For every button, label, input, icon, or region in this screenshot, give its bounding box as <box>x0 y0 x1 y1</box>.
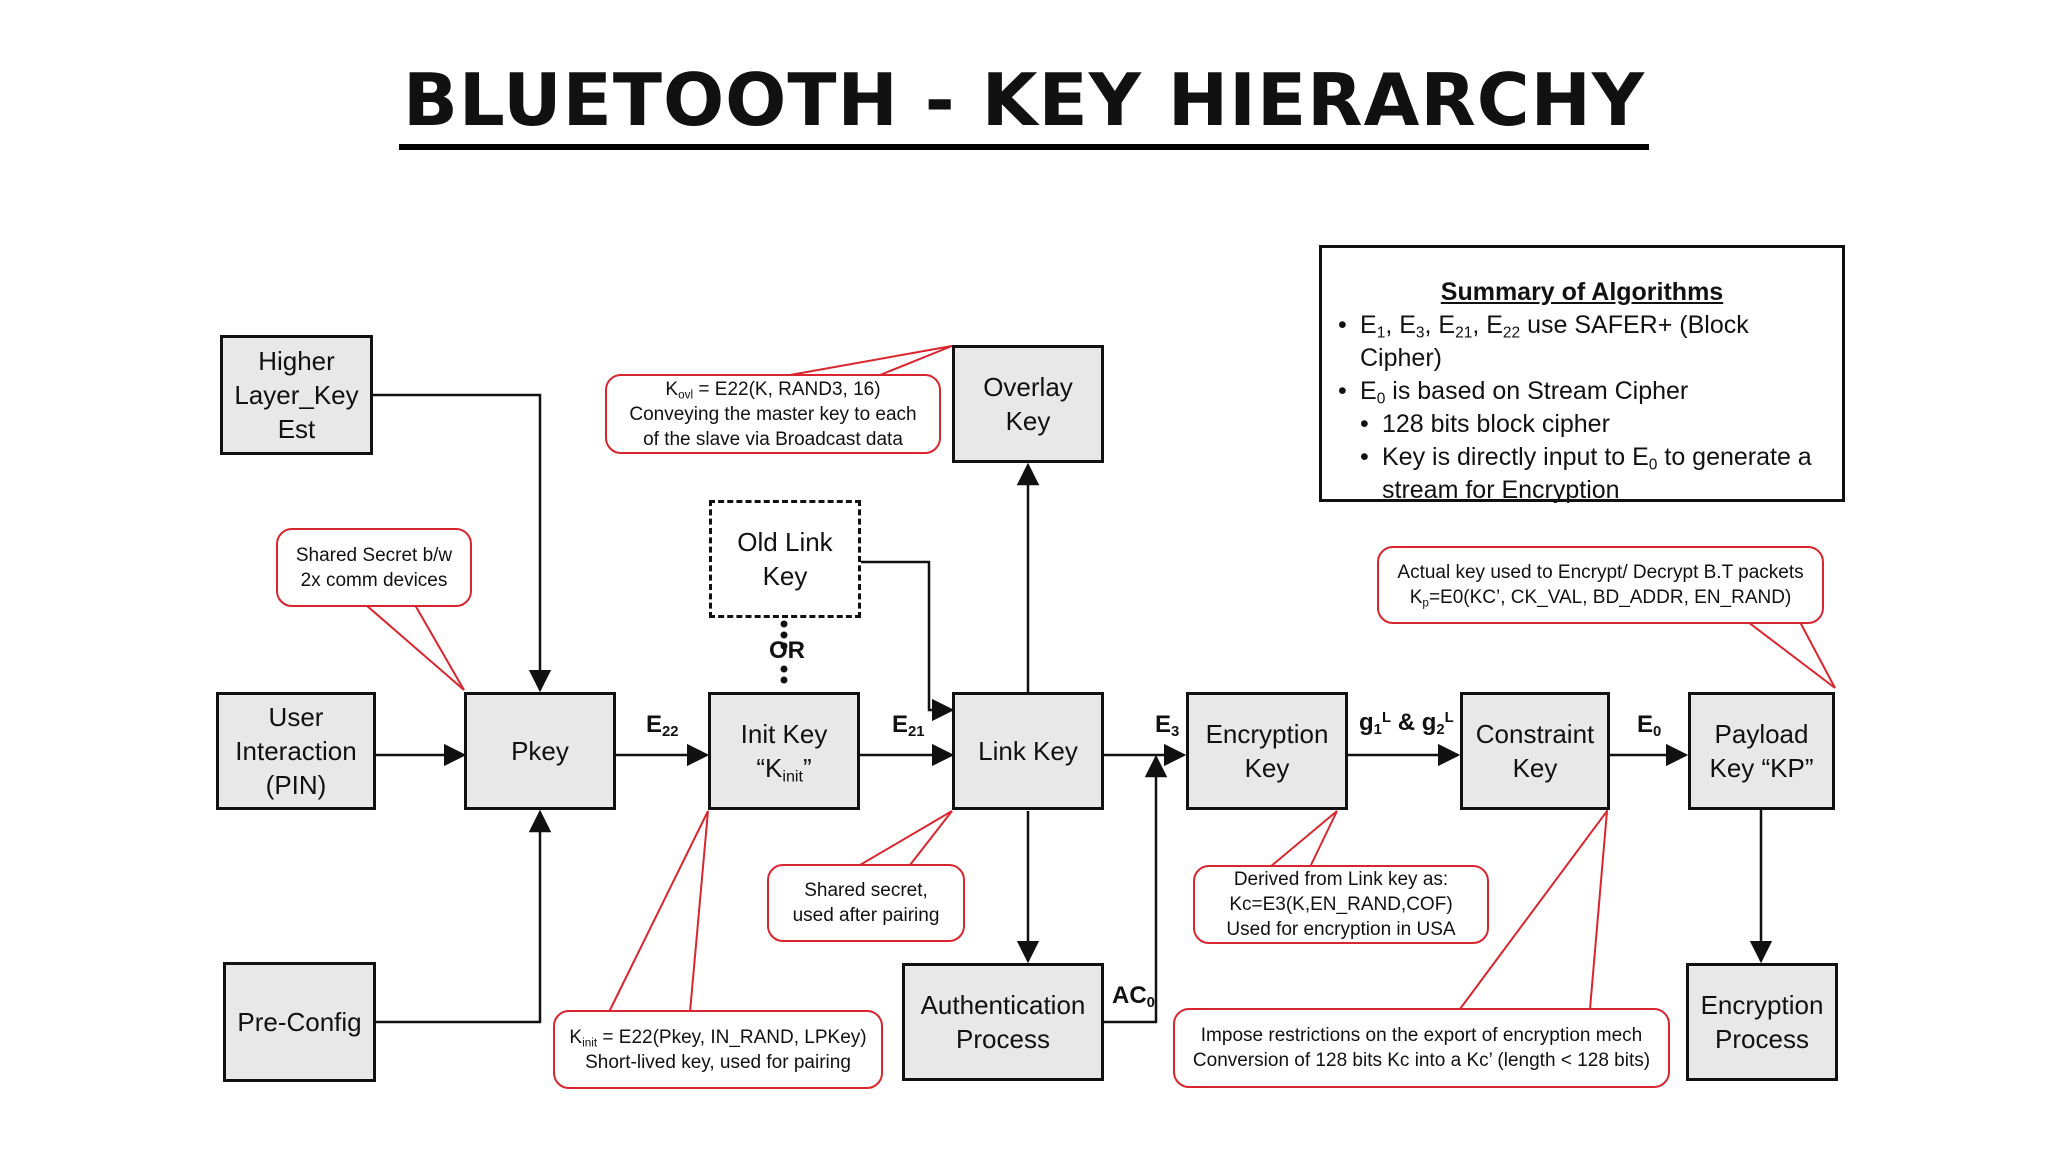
constraint-key-box: Constraint Key <box>1460 692 1610 810</box>
link-key-box: Link Key <box>952 692 1104 810</box>
callout-shared-secret-pairing: Shared secret, used after pairing <box>767 864 965 942</box>
old-link-key-box: Old Link Key <box>709 500 861 618</box>
summary-sub-bullet-2: • Key is directly input to E0 to generat… <box>1338 441 1826 507</box>
pointer-kovl <box>789 345 953 376</box>
pointer-kinit <box>608 810 709 1013</box>
init-key-symbol: “Kinit” <box>756 753 812 786</box>
pointer-derived <box>1269 810 1338 868</box>
g1l-g2l-label: g1L & g2L <box>1359 709 1454 739</box>
arrow-higher-layer-to-pkey <box>373 393 552 693</box>
summary-sub-bullet-1: • 128 bits block cipher <box>1338 408 1826 441</box>
callout-kinit: Kinit = E22(Pkey, IN_RAND, LPKey) Short-… <box>553 1010 883 1089</box>
e0-label: E0 <box>1637 711 1662 741</box>
pkey-box: Pkey <box>464 692 616 810</box>
summary-bullet-2: • E0 is based on Stream Cipher <box>1338 377 1689 408</box>
pointer-actual <box>1747 621 1836 689</box>
arrow-preconfig-to-pkey <box>376 809 552 1024</box>
summary-title: Summary of Algorithms <box>1440 278 1724 306</box>
bullet-icon: • <box>1338 311 1347 339</box>
authentication-process-box: Authentication Process <box>902 963 1104 1081</box>
callout-shared-secret-bw: Shared Secret b/w 2x comm devices <box>276 528 472 607</box>
callout-impose-restrictions: Impose restrictions on the export of enc… <box>1173 1008 1670 1088</box>
summary-bullet-1: • E1, E3, E21, E22 use SAFER+ (Block Cip… <box>1338 309 1826 375</box>
pointer-impose <box>1459 807 1609 1010</box>
arrow-auth-to-encryption-path <box>1104 754 1168 1024</box>
or-label: OR <box>769 637 805 664</box>
bullet-icon: • <box>1338 377 1347 405</box>
pointer-shared-secret-pairing <box>859 810 953 866</box>
payload-key-kp-box: Payload Key “KP” <box>1688 692 1835 810</box>
init-key-box: Init Key “Kinit” <box>708 692 860 810</box>
bullet-icon: • <box>1360 443 1369 471</box>
or-dots <box>780 620 788 684</box>
user-interaction-pin-box: User Interaction (PIN) <box>216 692 376 810</box>
callout-derived-from-link-key: Derived from Link key as: Kc=E3(K,EN_RAN… <box>1193 865 1489 944</box>
higher-layer-key-est-box: Higher Layer_Key Est <box>220 335 373 455</box>
ac0-label: AC0 <box>1112 982 1155 1012</box>
arrow-oldlink-to-linkkey <box>861 560 955 722</box>
pointer-shared-secret-bw <box>365 604 465 691</box>
pre-config-box: Pre-Config <box>223 962 376 1082</box>
encryption-process-box: Encryption Process <box>1686 963 1838 1081</box>
page-title: BLUETOOTH - KEY HIERARCHY <box>0 58 2048 150</box>
e21-label: E21 <box>892 711 925 741</box>
summary-of-algorithms-panel: Summary of Algorithms • E1, E3, E21, E22… <box>1319 245 1845 504</box>
e22-label: E22 <box>646 711 679 741</box>
callout-kovl: Kovl = E22(K, RAND3, 16) Conveying the m… <box>605 374 941 454</box>
e3-label: E3 <box>1155 711 1180 741</box>
overlay-key-box: Overlay Key <box>952 345 1104 463</box>
init-key-label: Init Key <box>740 719 828 749</box>
callout-actual-key: Actual key used to Encrypt/ Decrypt B.T … <box>1377 546 1824 624</box>
encryption-key-box: Encryption Key <box>1186 692 1348 810</box>
bullet-icon: • <box>1360 410 1369 438</box>
